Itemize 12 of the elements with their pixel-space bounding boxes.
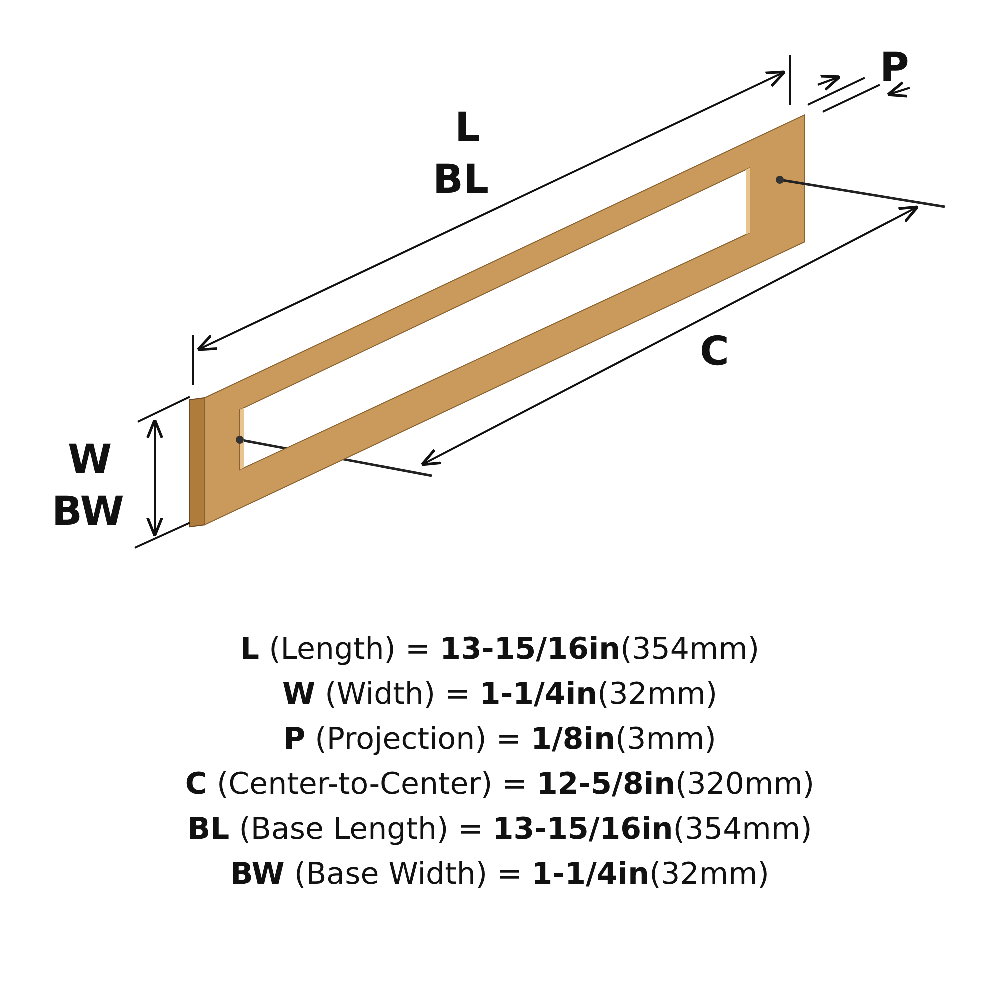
- specification-text: W (Width) = 1-1/4in(32mm): [282, 677, 718, 713]
- dimension-label: W: [68, 440, 112, 480]
- specification-text: P (Projection) = 1/8in(3mm): [284, 722, 716, 758]
- dimension-label: BW: [52, 492, 124, 532]
- dimension-label: BL: [433, 160, 489, 200]
- specification-text: L (Length) = 13-15/16in(354mm): [240, 632, 760, 668]
- specification-text: BW (Base Width) = 1-1/4in(32mm): [230, 857, 770, 893]
- specification-text: BL (Base Length) = 13-15/16in(354mm): [188, 812, 812, 848]
- dimension-label: C: [700, 332, 730, 372]
- dimension-label: P: [880, 48, 910, 88]
- dimension-label: L: [455, 108, 480, 148]
- specification-text: C (Center-to-Center) = 12-5/8in(320mm): [185, 767, 815, 803]
